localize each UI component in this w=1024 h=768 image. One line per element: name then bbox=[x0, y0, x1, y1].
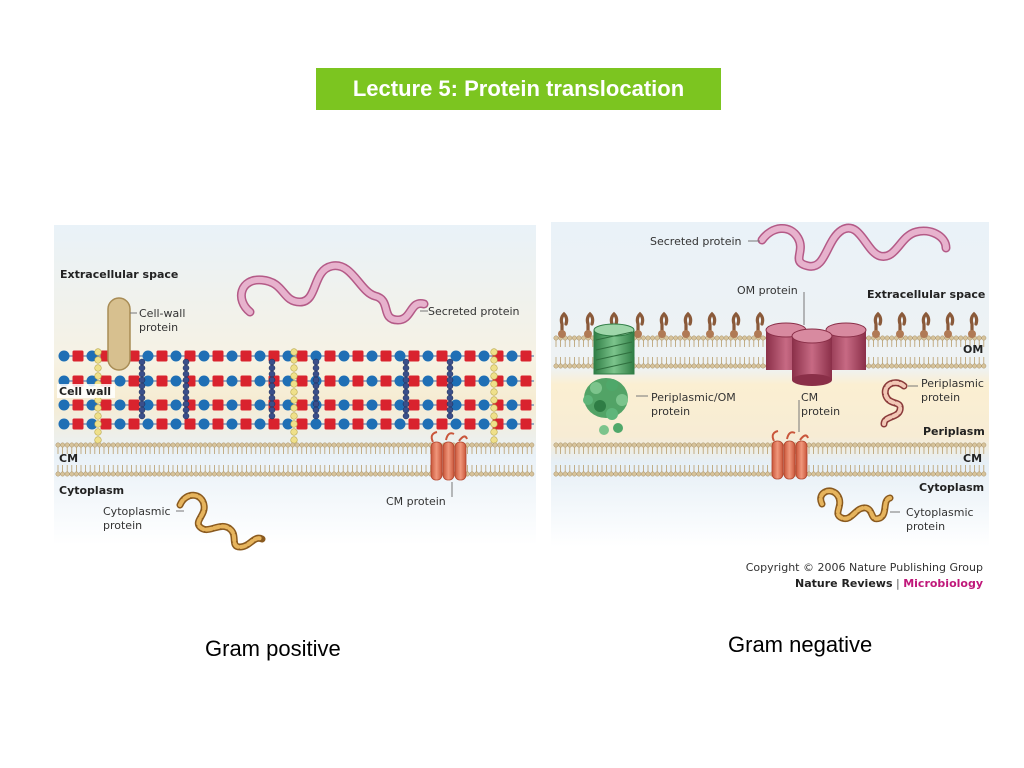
periplasmic-protein-shape bbox=[880, 379, 908, 428]
cytoplasmic-protein-shape-right bbox=[817, 487, 894, 523]
label-cytoplasmic-protein-right-l2: protein bbox=[906, 520, 945, 533]
label-cell-wall-protein-l1: Cell-wall bbox=[139, 307, 185, 320]
secreted-protein-shape-right bbox=[759, 225, 949, 270]
label-cm-protein-right-l2: protein bbox=[801, 405, 840, 418]
om-protein-shape bbox=[765, 322, 867, 386]
label-cytoplasm-right: Cytoplasm bbox=[919, 481, 984, 494]
cytoplasmic-protein-shape-left bbox=[176, 491, 266, 551]
label-cytoplasmic-protein-left-l2: protein bbox=[103, 519, 142, 532]
periplasmic-om-protein-shape bbox=[583, 323, 635, 435]
label-cytoplasm-left: Cytoplasm bbox=[59, 484, 124, 497]
label-cytoplasmic-protein-right-l1: Cytoplasmic bbox=[906, 506, 974, 519]
label-periplasmic-om-protein-l1: Periplasmic/OM bbox=[651, 391, 736, 404]
journal-credit: Nature Reviews | Microbiology bbox=[795, 577, 983, 590]
label-cell-wall-protein: Cell-wall protein bbox=[139, 307, 189, 334]
cm-protein-shape-right bbox=[771, 430, 809, 480]
label-cytoplasmic-protein-left-l1: Cytoplasmic bbox=[103, 505, 171, 518]
journal-name: Nature Reviews bbox=[795, 577, 893, 590]
caption-gram-positive: Gram positive bbox=[205, 636, 341, 661]
copyright-line: Copyright © 2006 Nature Publishing Group bbox=[746, 561, 983, 574]
label-cytoplasmic-protein-right: Cytoplasmic protein bbox=[906, 506, 977, 533]
peptidoglycan-cell-wall bbox=[58, 348, 534, 444]
label-secreted-protein-right: Secreted protein bbox=[650, 235, 742, 248]
label-cytoplasmic-protein-left: Cytoplasmic protein bbox=[103, 505, 174, 532]
gram-negative-panel bbox=[551, 222, 989, 547]
label-cm-right: CM bbox=[963, 452, 982, 465]
label-om-protein: OM protein bbox=[737, 284, 798, 297]
journal-section: Microbiology bbox=[903, 577, 983, 590]
label-cm-protein-right-l1: CM bbox=[801, 391, 818, 404]
cm-protein-shape-left bbox=[430, 431, 468, 481]
cell-wall-protein-shape bbox=[107, 297, 131, 371]
label-cell-wall: Cell wall bbox=[59, 385, 111, 398]
label-secreted-protein-left: Secreted protein bbox=[428, 305, 520, 318]
label-periplasmic-om-protein: Periplasmic/OM protein bbox=[651, 391, 739, 418]
label-periplasm: Periplasm bbox=[923, 425, 985, 438]
label-extracellular-space-left: Extracellular space bbox=[60, 268, 178, 281]
label-periplasmic-protein-l1: Periplasmic bbox=[921, 377, 984, 390]
slide-title: Lecture 5: Protein translocation bbox=[316, 68, 721, 110]
label-cm-protein-left: CM protein bbox=[386, 495, 446, 508]
label-cell-wall-protein-l2: protein bbox=[139, 321, 178, 334]
label-extracellular-space-right: Extracellular space bbox=[867, 288, 985, 301]
journal-separator: | bbox=[893, 577, 904, 590]
label-periplasmic-protein-l2: protein bbox=[921, 391, 960, 404]
label-om: OM bbox=[963, 343, 983, 356]
label-cm-left: CM bbox=[59, 452, 78, 465]
label-periplasmic-om-protein-l2: protein bbox=[651, 405, 690, 418]
label-cm-protein-right: CM protein bbox=[801, 391, 840, 418]
caption-gram-negative: Gram negative bbox=[728, 632, 873, 657]
label-periplasmic-protein: Periplasmic protein bbox=[921, 377, 987, 404]
